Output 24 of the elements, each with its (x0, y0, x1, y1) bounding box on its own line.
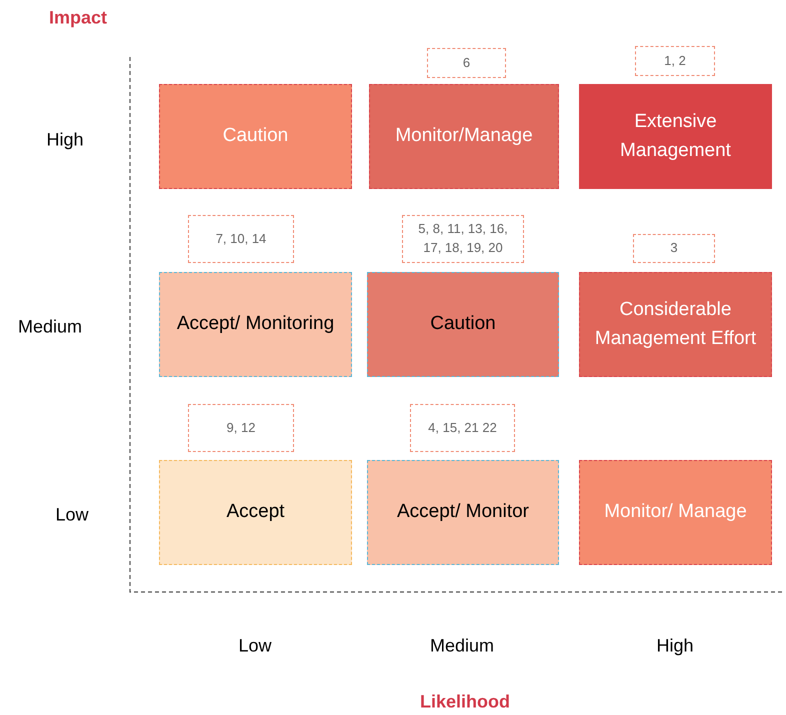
risk-id-tag: 1, 2 (635, 46, 715, 76)
axis-title: Impact (48, 8, 108, 28)
risk-cell: Accept (159, 460, 352, 565)
risk-id-tag: 6 (427, 48, 506, 78)
risk-id-tag: 5, 8, 11, 13, 16, 17, 18, 19, 20 (402, 215, 524, 263)
risk-cell: Accept/ Monitor (367, 460, 559, 565)
column-label: Medium (430, 636, 494, 656)
risk-cell: Considerable Management Effort (579, 272, 772, 377)
row-label: Low (55, 504, 89, 526)
risk-cell: Monitor/Manage (369, 84, 559, 189)
risk-id-tag: 9, 12 (188, 404, 294, 452)
risk-cell: Caution (159, 84, 352, 189)
risk-cell: Accept/ Monitoring (159, 272, 352, 377)
row-label: Medium (18, 316, 82, 338)
risk-cell: Monitor/ Manage (579, 460, 772, 565)
row-label: High (46, 130, 84, 150)
column-label: Low (238, 636, 272, 656)
risk-id-tag: 4, 15, 21 22 (410, 404, 515, 452)
risk-id-tag: 7, 10, 14 (188, 215, 294, 263)
risk-cell: Caution (367, 272, 559, 377)
axis-title: Likelihood (420, 692, 510, 712)
column-label: High (656, 636, 694, 656)
risk-id-tag: 3 (633, 234, 715, 263)
risk-cell: Extensive Management (579, 84, 772, 189)
